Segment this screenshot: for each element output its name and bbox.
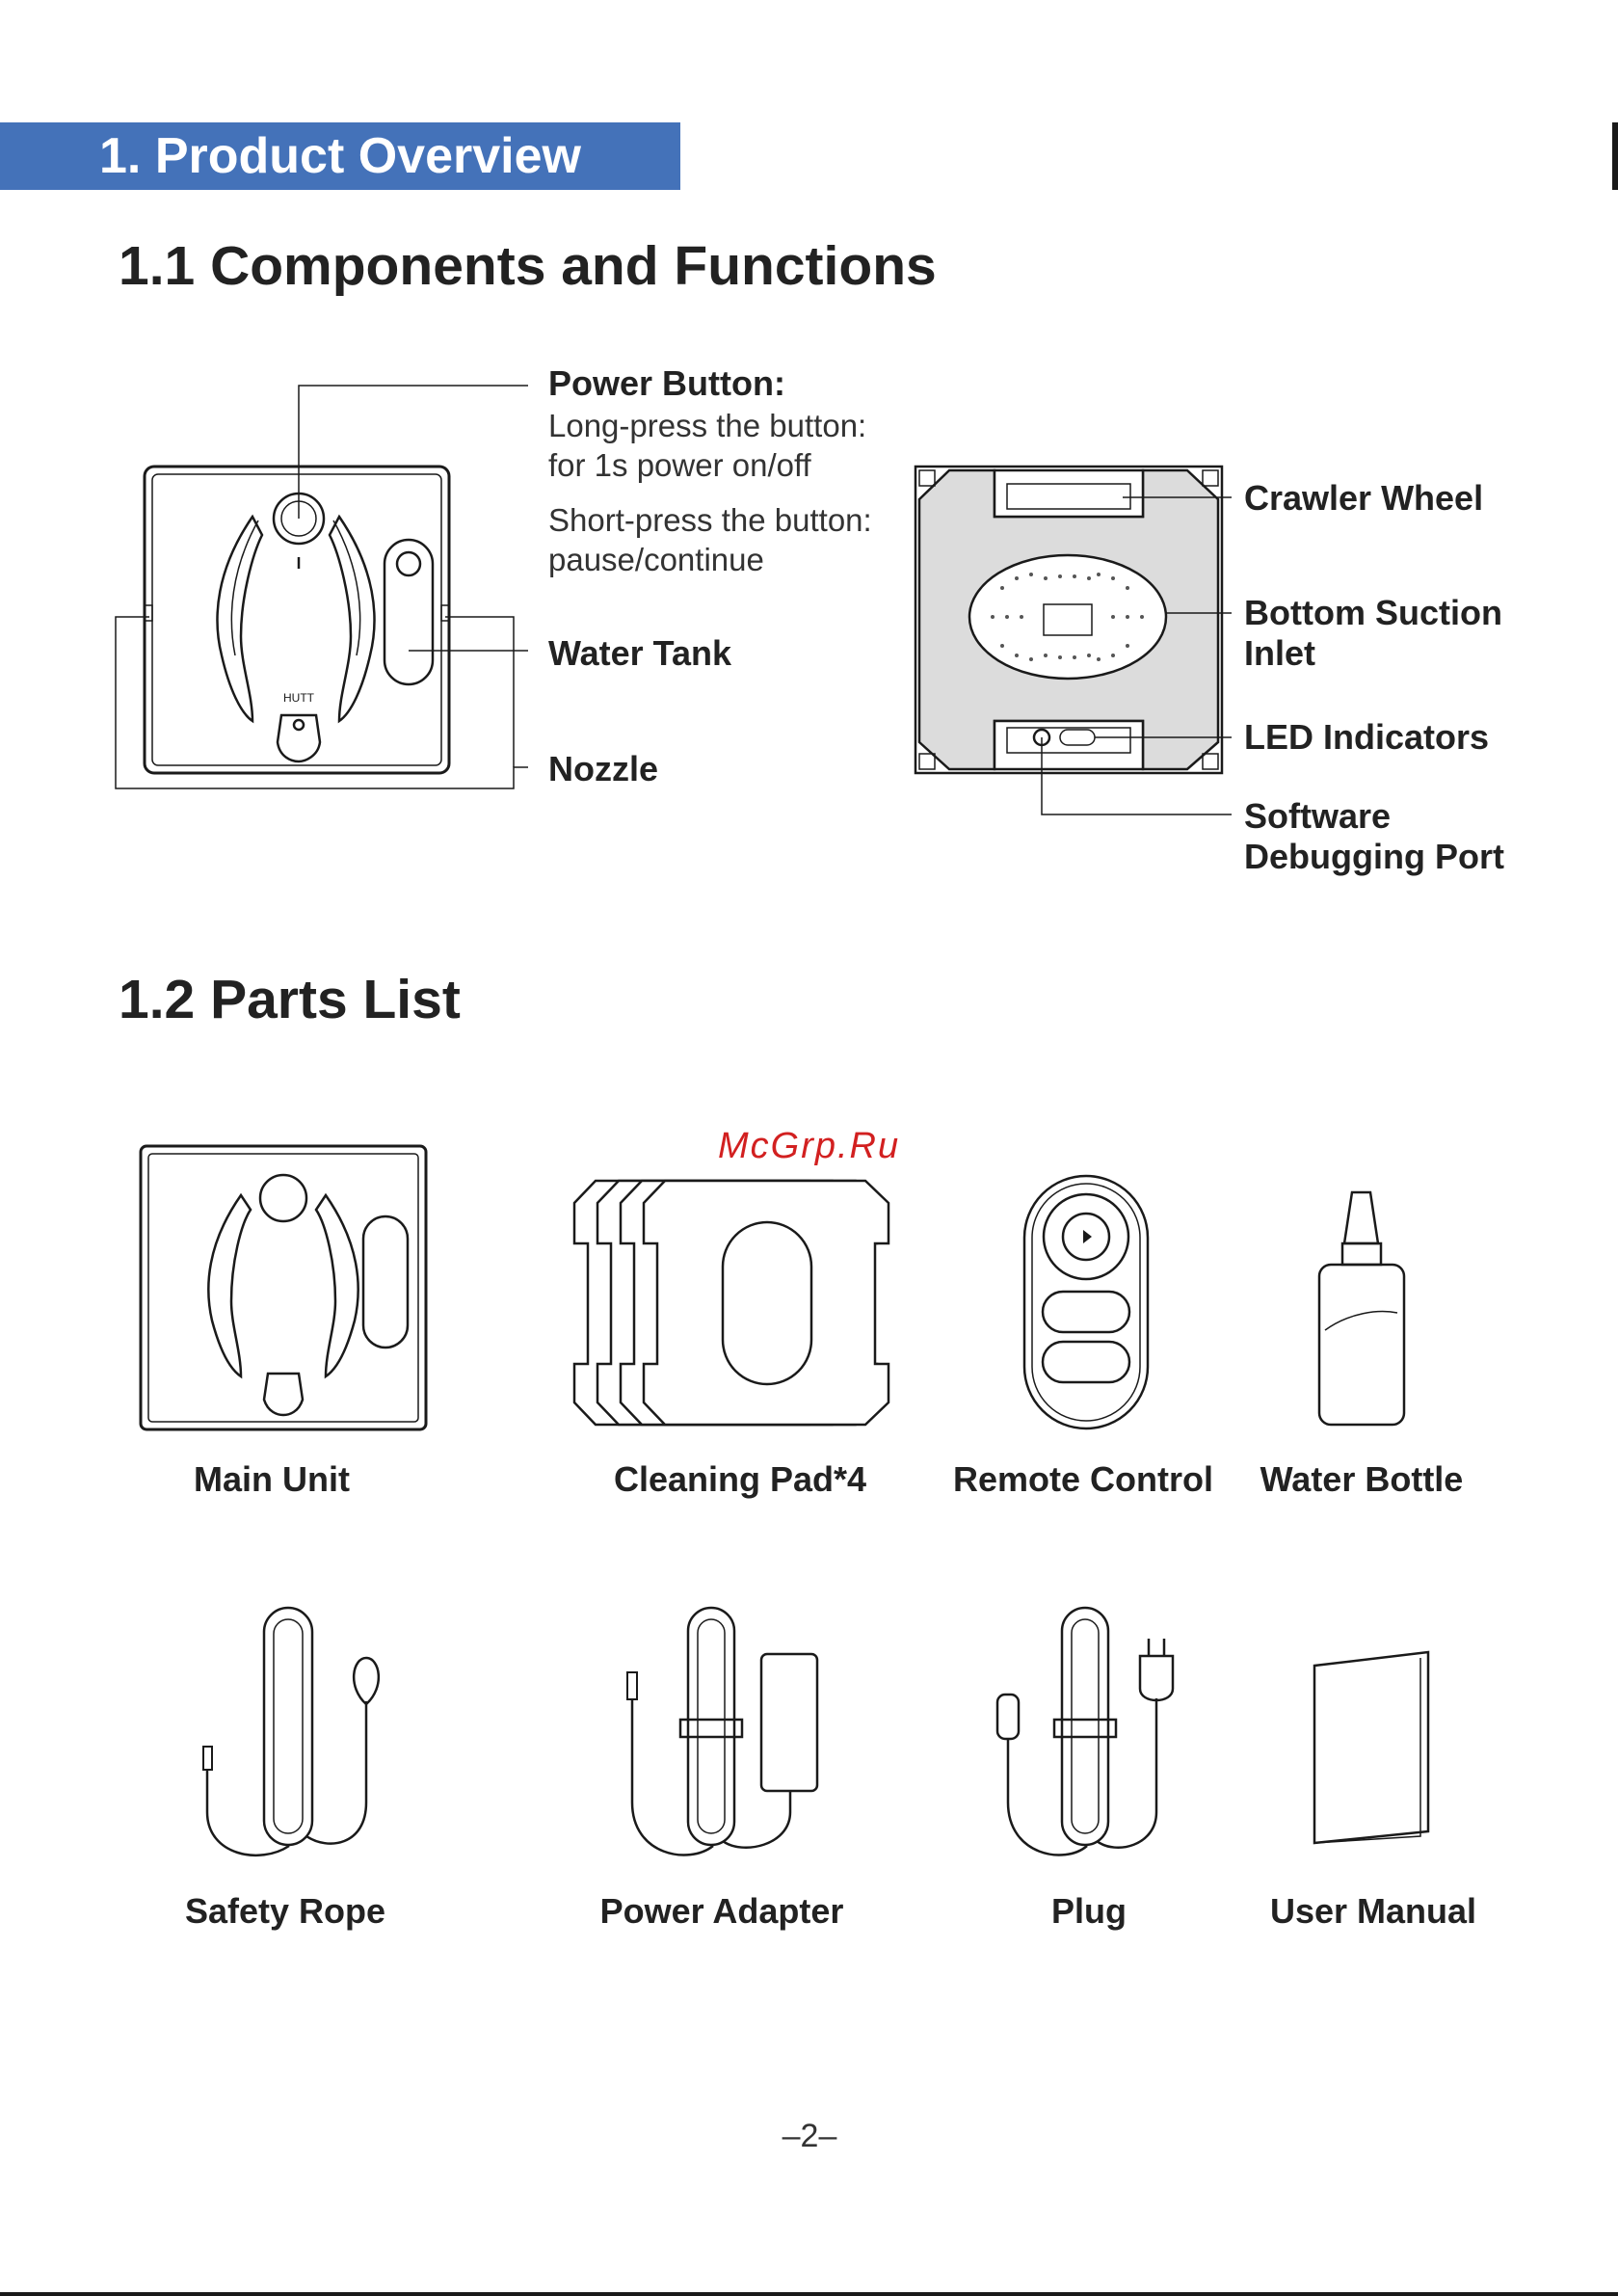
user-manual-icon <box>1313 1650 1430 1845</box>
part-label-safety-rope: Safety Rope <box>184 1891 386 1931</box>
suction-inlet-label-2: Inlet <box>1244 633 1316 673</box>
power-button-desc-1: Long-press the button: <box>548 408 867 443</box>
watermark: McGrp.Ru <box>718 1126 901 1166</box>
led-indicators-label: LED Indicators <box>1244 717 1490 757</box>
page-number: –2– <box>773 2118 846 2155</box>
cleaning-pad-icon <box>572 1179 890 1427</box>
safety-rope-icon <box>202 1606 381 1857</box>
power-button-desc-2: for 1s power on/off <box>548 447 811 483</box>
parts-heading: 1.2 Parts List <box>119 969 461 1030</box>
power-adapter-icon <box>626 1606 819 1856</box>
page-number-dash-left: – <box>782 2118 801 2154</box>
suction-inlet-label-1: Bottom Suction <box>1244 593 1502 632</box>
section-banner: 1. Product Overview <box>0 122 680 190</box>
nozzle-label: Nozzle <box>548 749 659 788</box>
crawler-wheel-label: Crawler Wheel <box>1244 478 1484 518</box>
bottom-rule <box>0 2292 1618 2296</box>
page-number-dash-right: – <box>818 2118 837 2154</box>
remote-control-icon <box>1022 1174 1150 1430</box>
software-port-label-2: Debugging Port <box>1244 837 1504 876</box>
software-port-label-1: Software <box>1244 796 1392 836</box>
power-button-desc-4: pause/continue <box>548 542 764 577</box>
part-label-main-unit: Main Unit <box>194 1459 350 1499</box>
part-label-power-adapter: Power Adapter <box>599 1891 844 1931</box>
plug-icon <box>995 1606 1175 1856</box>
power-button-title: Power Button: <box>548 363 785 403</box>
components-heading: 1.1 Components and Functions <box>119 235 937 297</box>
part-label-remote-control: Remote Control <box>953 1459 1213 1499</box>
water-tank-label: Water Tank <box>548 633 732 673</box>
part-label-user-manual: User Manual <box>1269 1891 1477 1931</box>
part-label-plug: Plug <box>1051 1891 1127 1931</box>
part-label-cleaning-pad: Cleaning Pad*4 <box>613 1459 867 1499</box>
edge-mark <box>1612 122 1618 190</box>
page-number-value: 2 <box>800 2118 819 2154</box>
device-logo: HUTT <box>283 691 315 705</box>
water-bottle-icon <box>1317 1190 1406 1427</box>
power-button-desc-3: Short-press the button: <box>548 502 872 538</box>
main-unit-icon <box>139 1144 428 1431</box>
part-label-water-bottle: Water Bottle <box>1260 1459 1464 1499</box>
section-title: 1. Product Overview <box>99 128 581 184</box>
